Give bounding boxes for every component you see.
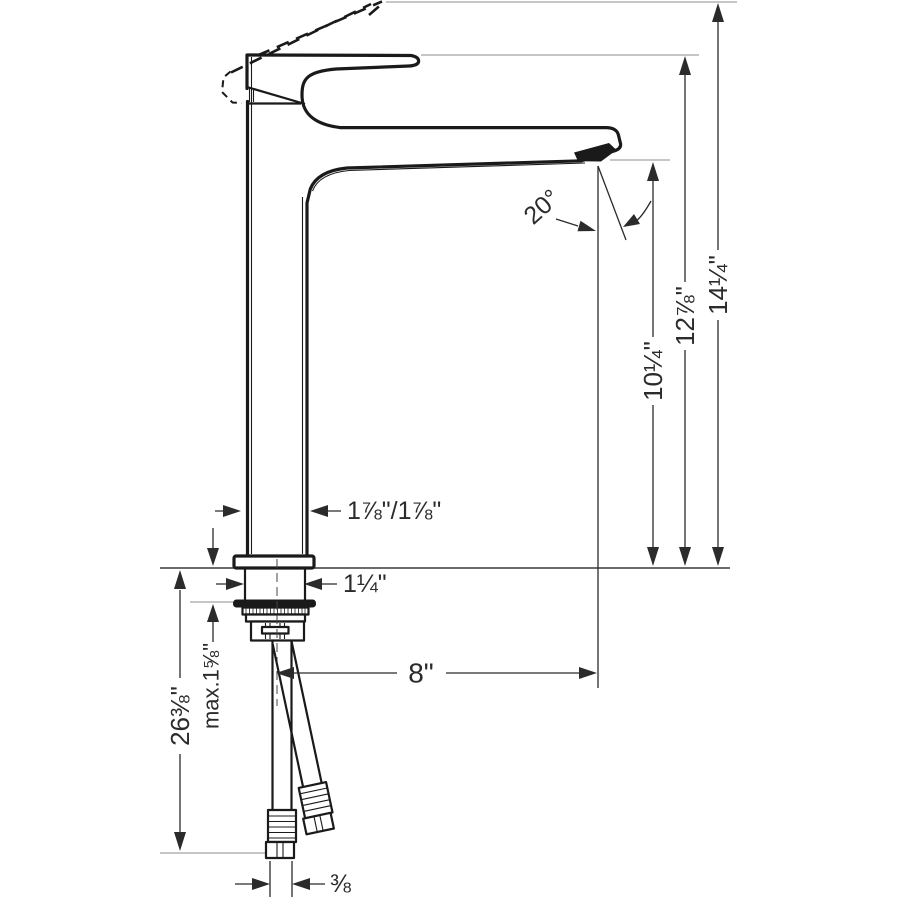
handle-pivot-lines [248,88,255,102]
hose-tube [271,640,293,810]
hose-crimp-ribs [268,815,296,839]
max-deck-thickness-label: max.1⅝" [199,643,224,729]
dimension-hose-length: 26⅜" [165,570,195,851]
hose-crimp [266,808,298,844]
body-width-label: 1⅞"/1⅞" [347,497,441,525]
dimension-shank-width: 1¼" [216,570,387,598]
dimension-spout-angle: 20° [519,165,652,688]
nut-knurling [245,608,306,614]
inner-wall-lines [250,57,586,554]
arrowhead [276,667,294,679]
arrowhead [207,548,219,566]
arrowhead [207,604,219,622]
dim-extension [269,861,293,897]
raised-handle-lower-edge [230,2,372,74]
outlet-height-label: 10¼" [638,341,668,401]
dimension-max-deck-thickness: max.1⅝" [199,528,224,729]
angle-label: 20° [519,184,566,230]
overall-height-label: 14¼" [703,255,733,315]
arrowhead [712,3,724,22]
angle-leader [555,218,579,227]
mounting-hardware [233,568,316,642]
spout-aerator [574,143,617,162]
hose-fitting-bar [260,625,290,635]
faucet-drawing [220,0,623,860]
dimension-overall-height: 14¼" [703,3,733,566]
supply-hose-angled [271,640,335,836]
raised-handle-upper-edge [256,0,383,57]
supply-connection-label: ⅜ [330,870,351,898]
dimension-supply-connection: ⅜ [235,861,351,898]
angle-slant-line [597,165,627,241]
spout-top-height-label: 12⅞" [670,286,700,346]
hose-crimp-ribs [299,787,332,812]
arrowhead [712,547,724,566]
arrowhead [310,505,328,517]
hose-nut-facets [276,842,284,858]
handle-base-details [246,85,306,106]
outlet-reach-label: 8" [408,658,434,689]
hose-tube [271,640,323,788]
dimension-body-width: 1⅞"/1⅞" [215,497,441,525]
hose-nut [302,811,335,836]
arrowhead [223,505,241,517]
hose-nut-facets [313,815,324,833]
raised-handle-rear [220,70,243,104]
arrowhead [292,878,310,890]
arrowhead [577,220,596,232]
dimension-spout-top-height: 12⅞" [670,56,700,566]
hose-length-label: 26⅜" [165,686,195,746]
arrowhead [623,214,640,227]
raised-handle-dashed-outline [220,0,384,104]
arrowhead [679,56,691,75]
arrowhead [679,547,691,566]
arrowhead [579,667,597,679]
dimension-outlet-height: 10¼" [638,162,668,566]
mounting-shank [243,568,307,600]
hose-nut [264,840,296,860]
mounting-washer [233,599,316,608]
supply-hose-straight [264,640,298,860]
arrowhead [647,547,659,566]
shank-width-label: 1¼" [343,570,387,598]
handle-base-slant [246,85,306,106]
arrowhead [647,162,659,181]
arrowhead [174,570,186,589]
arrowhead [252,878,270,890]
arrowhead [174,832,186,851]
angle-arc [634,200,652,223]
base-plate [232,554,316,570]
raised-handle-tip [368,2,384,16]
arrowhead [304,578,322,590]
dimension-outlet-reach: 8" [276,658,597,689]
arrowhead [226,578,244,590]
